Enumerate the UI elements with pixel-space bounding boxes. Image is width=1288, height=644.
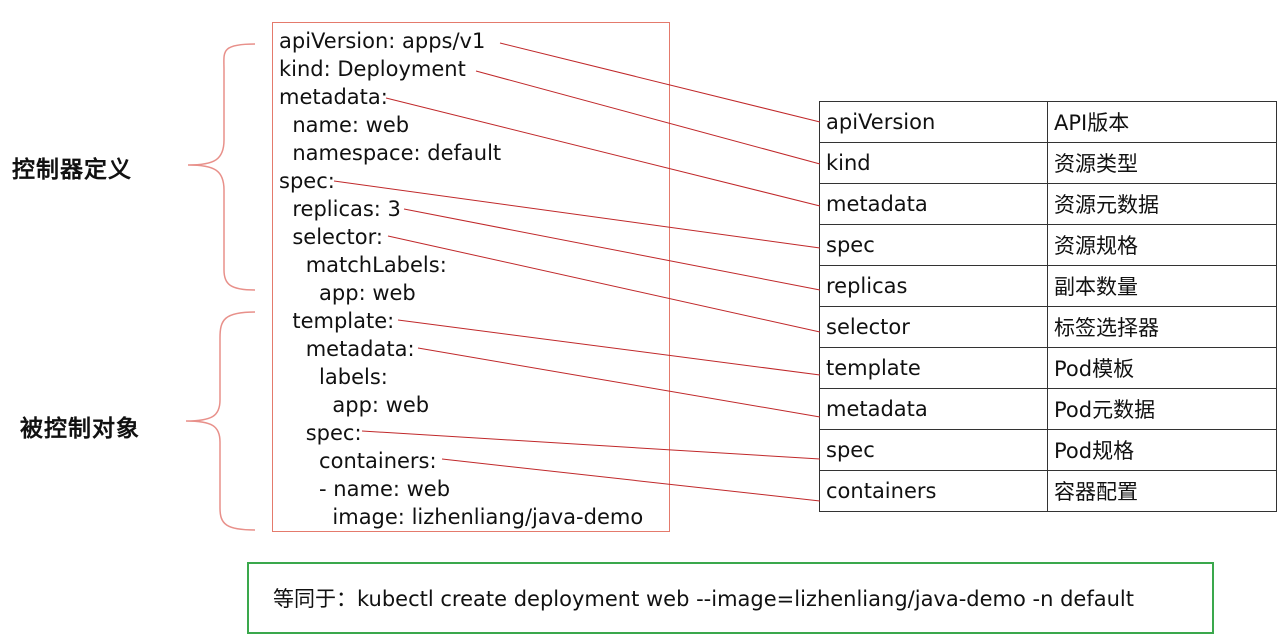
yaml-line: template: xyxy=(279,309,395,333)
yaml-line: namespace: default xyxy=(279,141,502,165)
yaml-line: metadata: xyxy=(279,85,388,109)
field-desc: 容器配置 xyxy=(1047,470,1277,512)
yaml-line: spec: xyxy=(279,169,335,193)
field-desc: 资源规格 xyxy=(1047,224,1277,266)
yaml-line: app: web xyxy=(279,281,416,305)
yaml-line: matchLabels: xyxy=(279,253,447,277)
field-desc: API版本 xyxy=(1047,101,1277,143)
yaml-line: replicas: 3 xyxy=(279,197,401,221)
equivalent-command-text: 等同于：kubectl create deployment web --imag… xyxy=(273,587,1134,611)
field-key: containers xyxy=(819,470,1048,512)
field-key: spec xyxy=(819,429,1048,471)
field-desc: 标签选择器 xyxy=(1047,306,1277,348)
yaml-line: metadata: xyxy=(279,337,415,361)
field-desc: Pod元数据 xyxy=(1047,388,1277,430)
yaml-line: selector: xyxy=(279,225,383,249)
field-key: replicas xyxy=(819,265,1048,307)
field-key: kind xyxy=(819,142,1048,184)
yaml-line: name: web xyxy=(279,113,410,137)
yaml-line: apiVersion: apps/v1 xyxy=(279,29,486,53)
field-key: selector xyxy=(819,306,1048,348)
yaml-line: - name: web xyxy=(279,477,451,501)
yaml-line: labels: xyxy=(279,365,388,389)
brace-controlled-object xyxy=(185,311,256,531)
equivalent-command-box: 等同于：kubectl create deployment web --imag… xyxy=(247,562,1214,634)
controlled-object-label: 被控制对象 xyxy=(20,416,140,442)
field-desc: 副本数量 xyxy=(1047,265,1277,307)
yaml-line: kind: Deployment xyxy=(279,57,466,81)
brace-controller-definition xyxy=(187,43,256,291)
field-key: metadata xyxy=(819,388,1048,430)
yaml-manifest: apiVersion: apps/v1 kind: Deployment met… xyxy=(272,22,670,532)
yaml-line: app: web xyxy=(279,393,430,417)
field-key: apiVersion xyxy=(819,101,1048,143)
yaml-line: containers: xyxy=(279,449,437,473)
yaml-line: image: lizhenliang/java-demo xyxy=(279,505,644,529)
yaml-line: spec: xyxy=(279,421,362,445)
field-key: metadata xyxy=(819,183,1048,225)
field-desc: Pod规格 xyxy=(1047,429,1277,471)
field-key: spec xyxy=(819,224,1048,266)
field-desc: 资源元数据 xyxy=(1047,183,1277,225)
field-key: template xyxy=(819,347,1048,389)
field-desc: Pod模板 xyxy=(1047,347,1277,389)
controller-definition-label: 控制器定义 xyxy=(12,157,132,183)
field-desc: 资源类型 xyxy=(1047,142,1277,184)
